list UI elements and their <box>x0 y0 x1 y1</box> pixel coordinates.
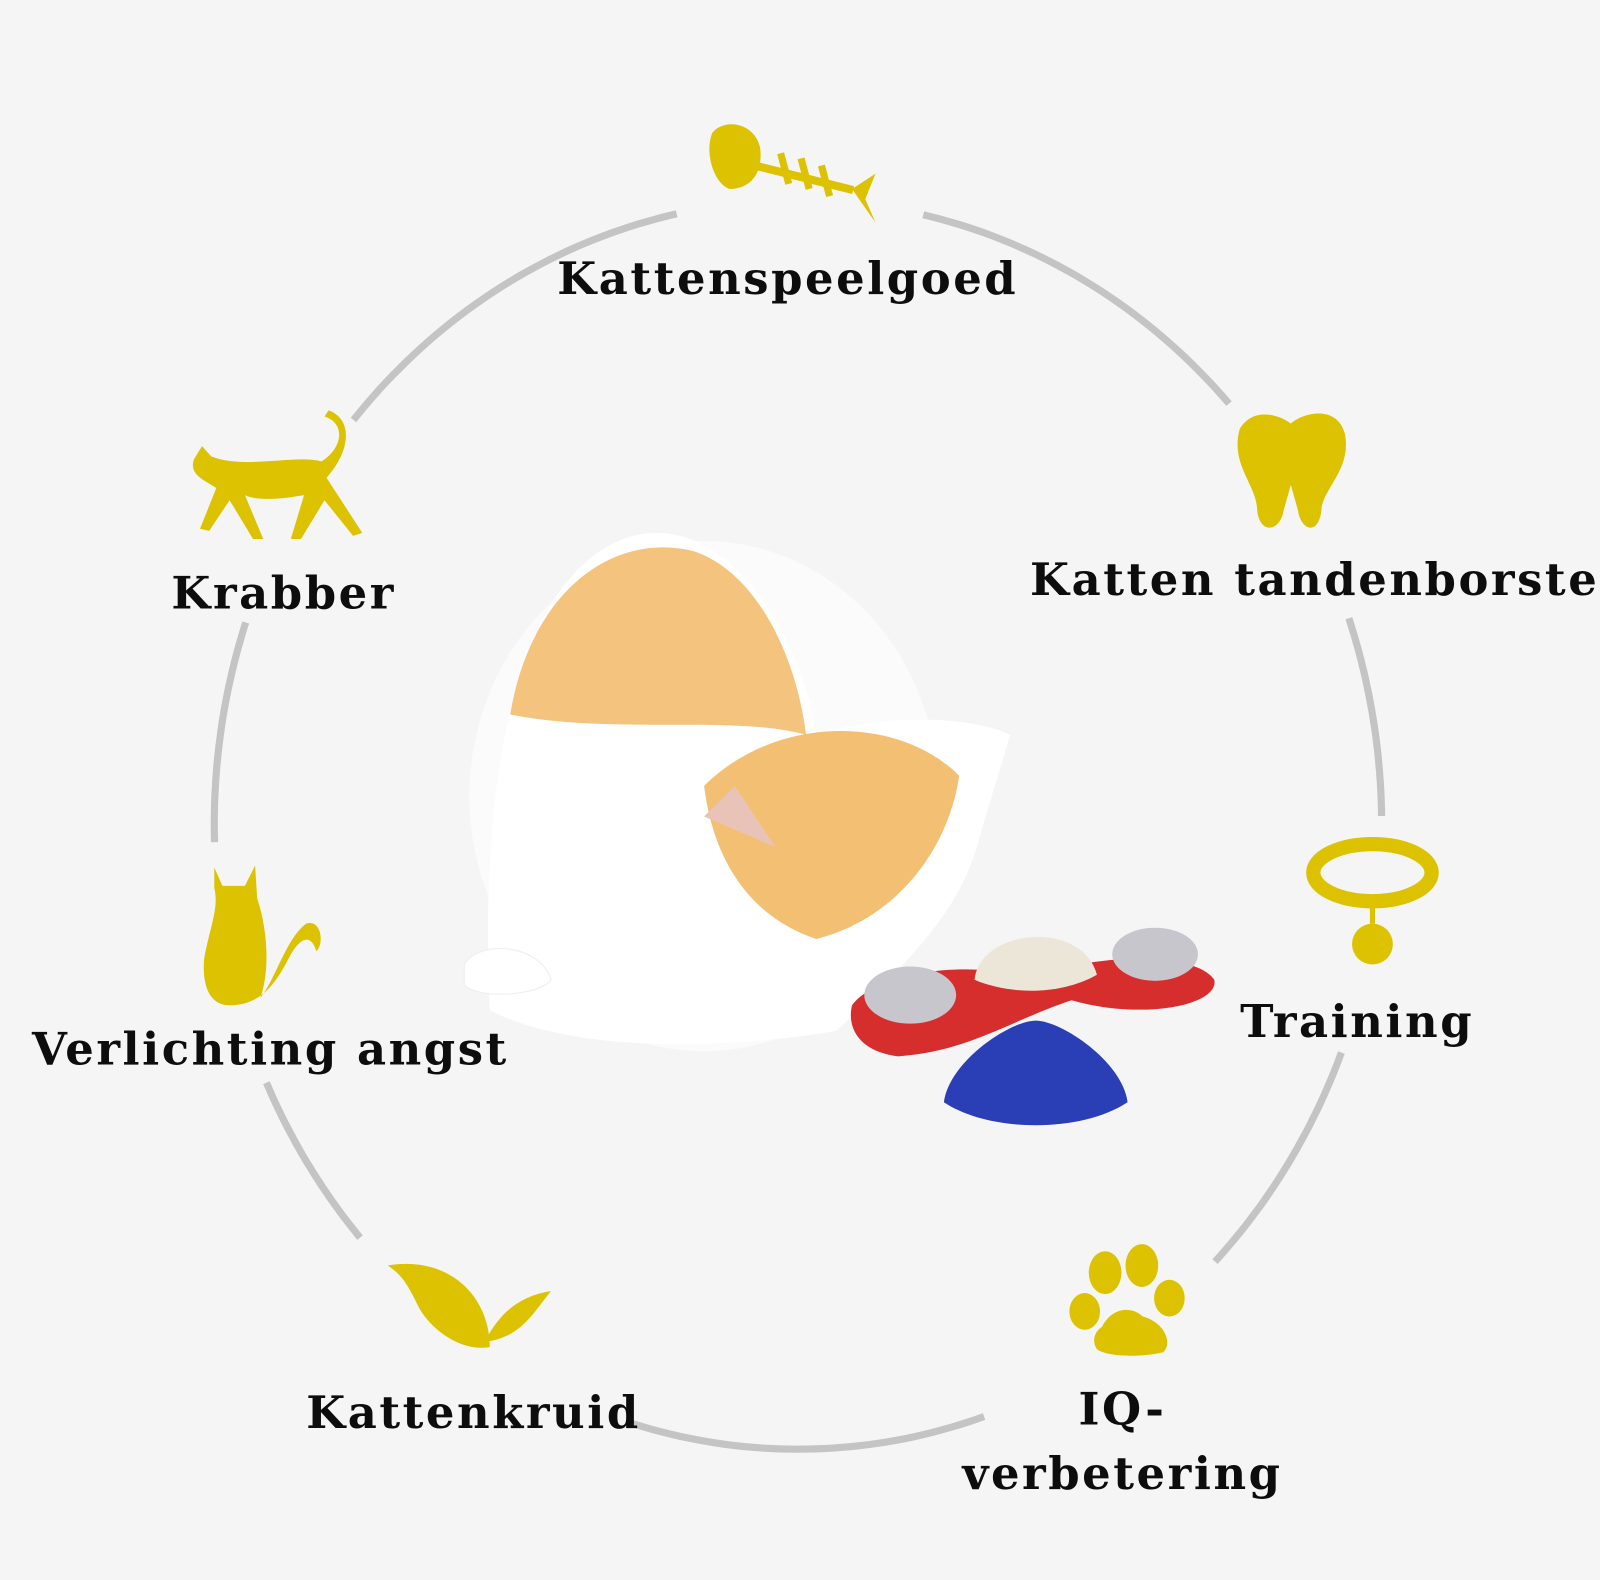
ring-arc <box>626 1413 986 1453</box>
leaf-icon <box>387 1263 552 1348</box>
ring-arc <box>210 621 250 843</box>
label-katten-tandenborstel: Katten tandenborstel <box>1030 553 1600 606</box>
label-krabber: Krabber <box>171 566 396 619</box>
ring-arcs <box>210 210 1386 1453</box>
ring-arc <box>263 1081 363 1240</box>
paw-icon <box>1069 1244 1185 1356</box>
sitting-cat-icon <box>203 865 321 1006</box>
label-training: Training <box>1240 995 1474 1048</box>
kitten-with-toy-photo <box>463 532 1215 1126</box>
tooth-icon <box>1237 413 1346 528</box>
ring-arc <box>1345 617 1386 817</box>
label-iq-line2: verbetering <box>961 1447 1282 1500</box>
label-iq-line1: IQ- <box>1078 1383 1166 1436</box>
ring-arc <box>350 210 678 423</box>
ring-arc <box>1212 1051 1345 1265</box>
walking-cat-icon <box>192 410 363 539</box>
label-kattenkruid: Kattenkruid <box>306 1386 641 1439</box>
label-verlichting-angst: Verlichting angst <box>31 1022 509 1075</box>
label-kattenspeelgoed: Kattenspeelgoed <box>557 252 1018 305</box>
windmill-toy <box>850 927 1215 1126</box>
ring-arc <box>922 211 1232 406</box>
fish-bone-icon <box>709 124 876 223</box>
collar-icon <box>1306 836 1439 965</box>
